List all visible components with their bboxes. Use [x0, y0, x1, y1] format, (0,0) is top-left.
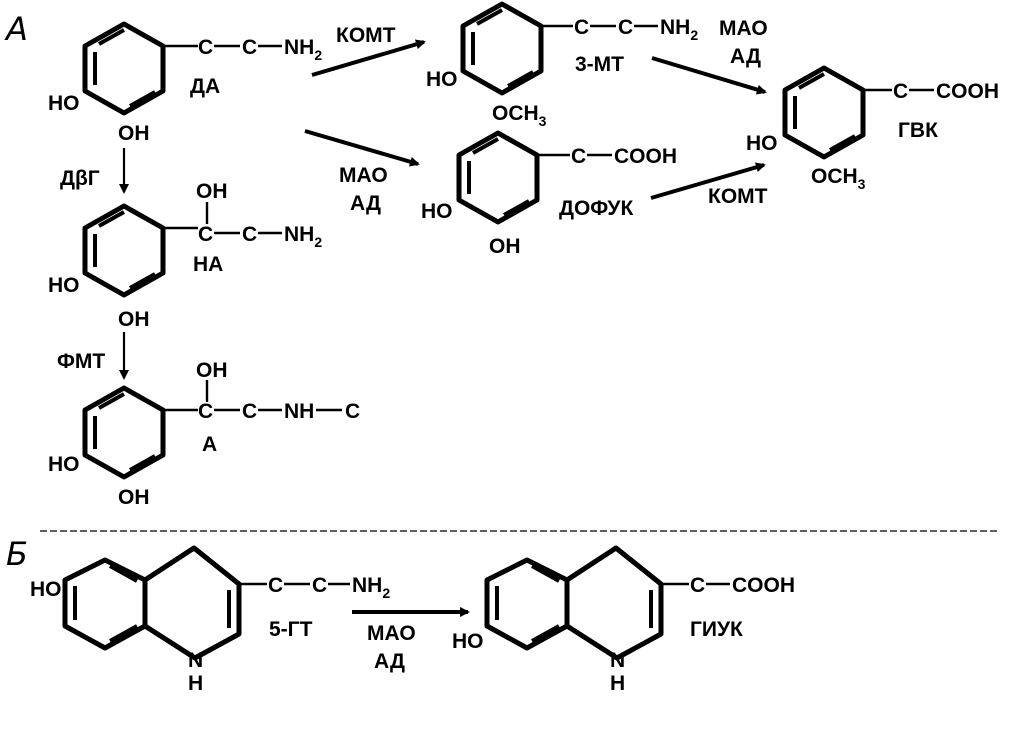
carbon-label: C: [893, 80, 908, 103]
hydroxyl-label: OH: [489, 235, 521, 258]
enzyme-fmt: ФМТ: [57, 350, 105, 373]
carbon-label: C: [312, 574, 327, 597]
section-a-label: А: [4, 10, 28, 48]
arrow-dofuk-to-gvk: [650, 162, 766, 200]
carbon-label: C: [242, 36, 257, 59]
gvk-structure: C COOH HO OCH3 ГВК: [746, 65, 999, 192]
carbon-label: C: [242, 400, 257, 423]
hydroxyl-label: OH: [196, 359, 228, 382]
compound-5ht: 5-ГТ: [269, 618, 313, 641]
carbon-label: C: [574, 16, 589, 39]
carbon-label: C: [268, 574, 283, 597]
methoxy-group: OCH3: [811, 165, 866, 192]
carboxyl-group: COOH: [614, 145, 677, 168]
nh-group: NH: [284, 400, 314, 423]
enzyme-dbg: ДβГ: [60, 167, 100, 190]
compound-dofuk: ДОФУК: [559, 197, 633, 220]
amino-group: NH2: [284, 36, 322, 63]
noradrenaline-structure: C OH C NH2 HO OH НА: [48, 180, 322, 331]
hydroxyl-label: HO: [48, 453, 80, 476]
indole-nitrogen: N: [188, 649, 203, 672]
hydroxyl-label: HO: [48, 274, 80, 297]
amino-group: NH2: [352, 574, 390, 601]
indole-hydrogen: H: [610, 672, 625, 695]
indole-pyrrole-ring: [143, 545, 242, 661]
hydroxyl-label: HO: [30, 578, 62, 601]
carbon-label: C: [345, 400, 360, 423]
hydroxyl-label: OH: [196, 180, 228, 203]
hydroxyl-label: HO: [426, 68, 458, 91]
indole-pyrrole-ring: [565, 545, 664, 661]
enzyme-komt: КОМТ: [708, 185, 768, 208]
giuk-structure: C COOH HO N H ГИУК: [452, 545, 795, 695]
amino-group: NH2: [284, 223, 322, 250]
hydroxyl-label: OH: [118, 486, 150, 509]
compound-da: ДА: [190, 75, 220, 98]
carbon-label: C: [198, 223, 213, 246]
enzyme-mao: МАО: [339, 164, 388, 187]
carbon-label: C: [618, 16, 633, 39]
enzyme-mao: МАО: [367, 622, 416, 645]
methoxytyramine-structure: C C NH2 HO OCH3 3-МТ: [426, 1, 698, 129]
carbon-label: C: [690, 574, 705, 597]
indole-hydrogen: H: [188, 672, 203, 695]
serotonin-structure: C C NH2 HO N H 5-ГТ: [30, 545, 390, 695]
compound-na: НА: [193, 253, 223, 276]
hydroxyl-label: HO: [48, 92, 80, 115]
adrenaline-structure: C OH C NH C HO OH А: [48, 359, 360, 509]
arrow-3mt-to-gvk: [651, 56, 767, 95]
methoxy-group: OCH3: [492, 102, 547, 129]
section-b-label: Б: [6, 535, 28, 573]
arrow-da-to-3mt: [311, 39, 426, 77]
carbon-label: C: [571, 145, 586, 168]
enzyme-mao: МАО: [719, 17, 768, 40]
enzyme-ad: АД: [730, 45, 761, 68]
arrow-da-to-dofuk: [304, 129, 420, 167]
carbon-label: C: [242, 223, 257, 246]
enzyme-komt: КОМТ: [336, 24, 396, 47]
dofuk-structure: C COOH HO OH ДОФУК: [421, 130, 677, 258]
carbon-label: C: [198, 400, 213, 423]
indole-nitrogen: N: [610, 649, 625, 672]
compound-3mt: 3-МТ: [575, 53, 624, 76]
amino-group: NH2: [660, 16, 698, 43]
carboxyl-group: COOH: [936, 80, 999, 103]
carbon-label: C: [198, 36, 213, 59]
hydroxyl-label: OH: [118, 308, 150, 331]
hydroxyl-label: HO: [746, 132, 778, 155]
compound-a: А: [202, 433, 217, 456]
hydroxyl-label: HO: [452, 630, 484, 653]
compound-gvk: ГВК: [898, 119, 938, 142]
hydroxyl-label: HO: [421, 200, 453, 223]
carboxyl-group: COOH: [732, 574, 795, 597]
compound-giuk: ГИУК: [690, 618, 743, 641]
hydroxyl-label: OH: [118, 122, 150, 145]
dopamine-structure: C C NH2 HO OH ДА: [48, 21, 322, 145]
enzyme-ad: АД: [350, 192, 381, 215]
enzyme-ad: АД: [374, 650, 405, 673]
